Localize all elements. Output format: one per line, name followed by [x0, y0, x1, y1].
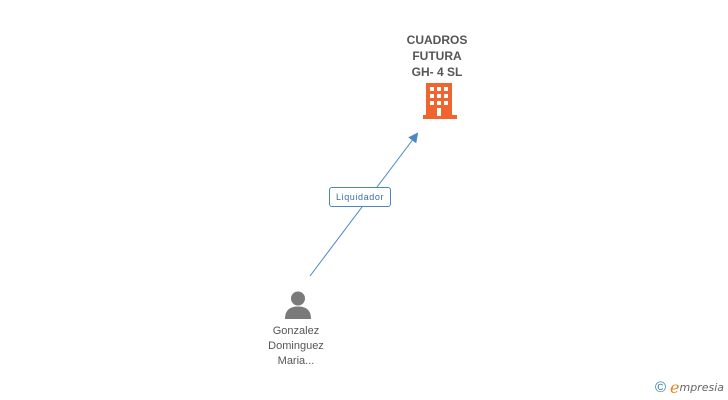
brand-logo-initial: e	[670, 378, 680, 397]
person-icon[interactable]	[283, 290, 313, 320]
copyright-icon: ©	[654, 379, 667, 396]
building-icon[interactable]	[423, 83, 457, 119]
person-name[interactable]: Gonzalez Dominguez Maria...	[268, 325, 324, 367]
brand-logo-text: mpresia	[679, 381, 724, 394]
relation-label[interactable]: Liquidador	[329, 187, 392, 207]
company-name[interactable]: CUADROS FUTURA GH- 4 SL	[406, 33, 468, 79]
empresia-watermark: © e mpresia	[655, 379, 724, 397]
